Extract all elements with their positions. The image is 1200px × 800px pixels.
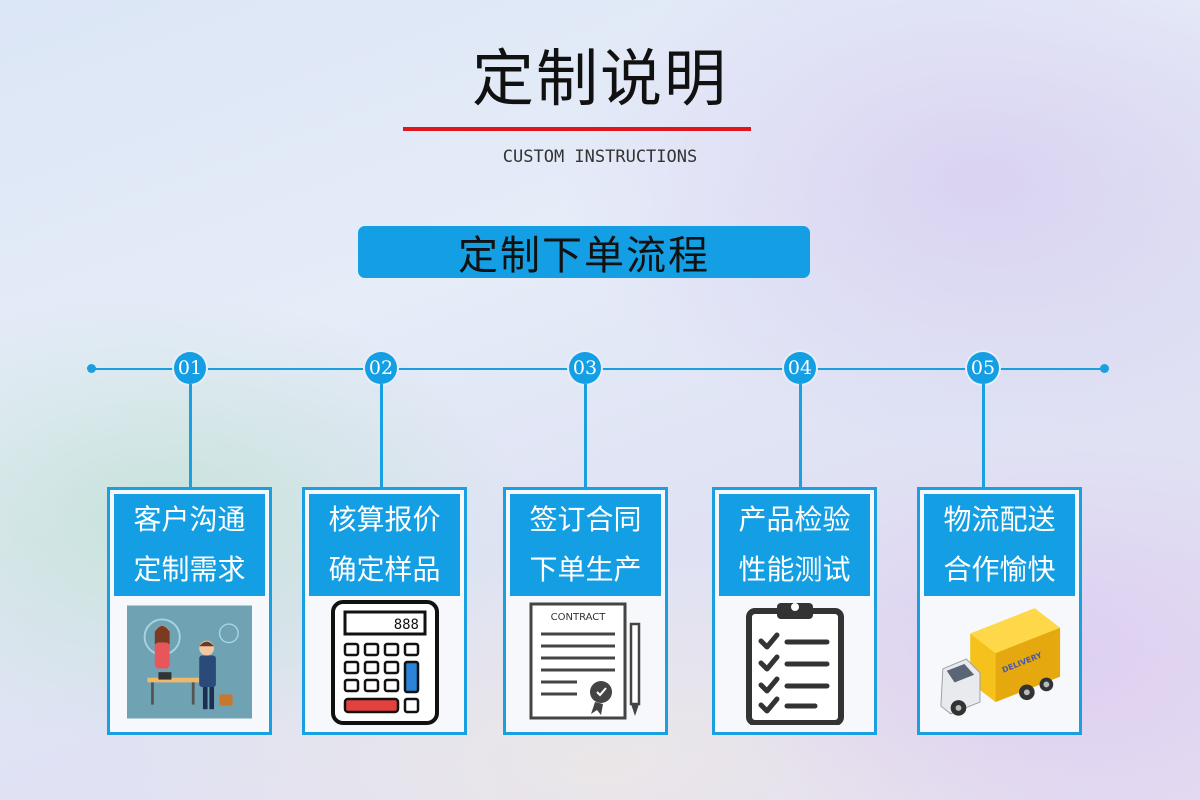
step-title-line1: 签订合同 (529, 503, 642, 536)
step-number-badge: 01 (174, 352, 206, 384)
step-title: 物流配送 合作愉快 (924, 494, 1075, 596)
checklist-icon (732, 602, 857, 725)
step-connector (982, 384, 985, 487)
contract-heading: CONTRACT (550, 612, 606, 623)
step-title-line2: 合作愉快 (943, 553, 1056, 586)
step-card-4: 产品检验 性能测试 (712, 487, 877, 735)
step-connector (584, 384, 587, 487)
step-title: 产品检验 性能测试 (719, 494, 870, 596)
contract-icon: CONTRACT (523, 602, 648, 722)
step-title: 签订合同 下单生产 (510, 494, 661, 596)
page-title: 定制说明 (471, 42, 728, 115)
step-title-line2: 定制需求 (133, 553, 246, 586)
step-number-badge: 04 (784, 352, 816, 384)
title-underline (403, 127, 751, 131)
calculator-display: 888 (393, 617, 418, 633)
customer-service-icon (127, 602, 252, 722)
step-title-line2: 下单生产 (529, 553, 642, 586)
step-card-5: 物流配送 合作愉快 DELIVERY (917, 487, 1082, 735)
delivery-truck-icon: DELIVERY (937, 602, 1062, 722)
calculator-icon: 888 (322, 599, 447, 725)
step-connector (189, 384, 192, 487)
step-number-badge: 03 (569, 352, 601, 384)
process-banner: 定制下单流程 (358, 226, 810, 279)
step-title-line2: 性能测试 (738, 553, 851, 586)
timeline-start-dot (87, 364, 96, 373)
step-title-line1: 物流配送 (943, 503, 1056, 536)
step-title: 客户沟通 定制需求 (114, 494, 265, 596)
step-title-line1: 产品检验 (738, 503, 851, 536)
step-number-badge: 05 (967, 352, 999, 384)
step-connector (799, 384, 802, 487)
page-subtitle: CUSTOM INSTRUCTIONS (502, 147, 698, 167)
step-connector (380, 384, 383, 487)
step-title-line1: 核算报价 (328, 503, 441, 536)
timeline-end-dot (1100, 364, 1109, 373)
step-title: 核算报价 确定样品 (309, 494, 460, 596)
step-title-line1: 客户沟通 (133, 503, 246, 536)
step-card-3: 签订合同 下单生产 CONTRACT (503, 487, 668, 735)
step-card-1: 客户沟通 定制需求 (107, 487, 272, 735)
step-title-line2: 确定样品 (328, 553, 441, 586)
step-card-2: 核算报价 确定样品 888 (302, 487, 467, 735)
step-number-badge: 02 (365, 352, 397, 384)
